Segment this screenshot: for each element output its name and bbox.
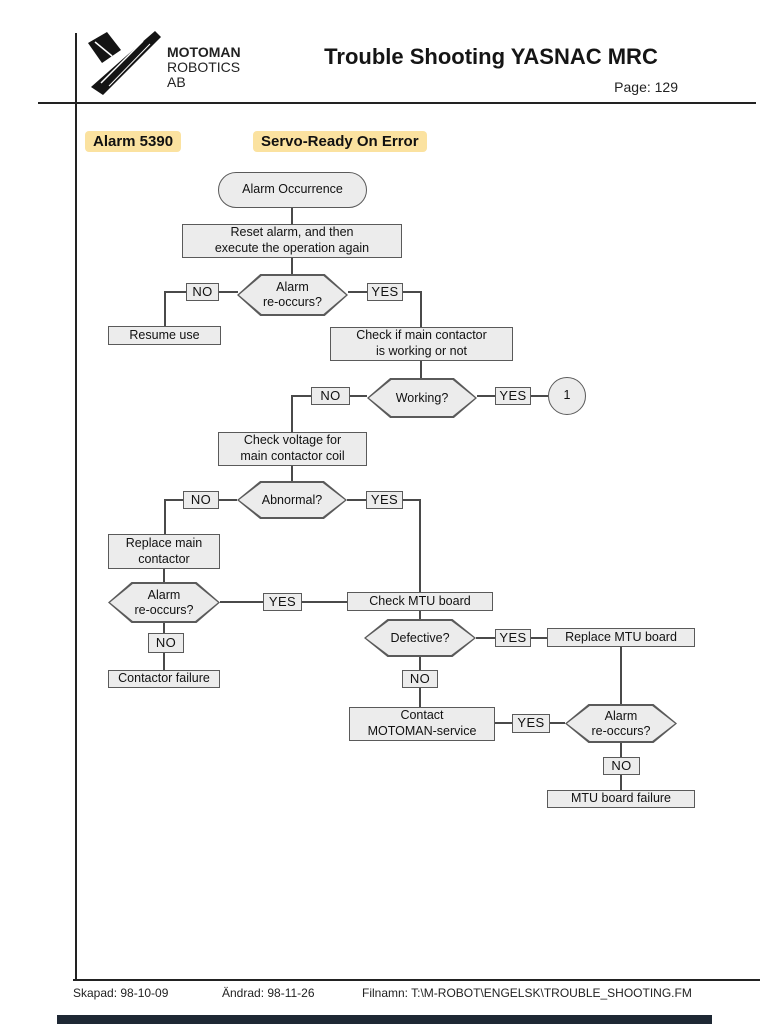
flow-connector (164, 499, 184, 501)
hexagon-fill (366, 621, 474, 655)
no-label-6: NO (603, 757, 640, 775)
flow-connector (164, 291, 187, 293)
flow-connector (164, 291, 166, 327)
alarm-title: Servo-Ready On Error (253, 131, 427, 152)
flow-connector (550, 722, 565, 724)
flow-connector (419, 687, 421, 707)
flow-connector (220, 601, 263, 603)
flow-connector (531, 395, 548, 397)
alarm-code: Alarm 5390 (85, 131, 182, 152)
flow-connector (164, 499, 166, 535)
header-rule (38, 102, 756, 104)
start-node: Alarm Occurrence (218, 172, 367, 208)
replace-mtu-step: Replace MTU board (547, 628, 695, 647)
motoman-logo-icon (88, 31, 161, 95)
flow-connector (477, 395, 495, 397)
footer-filename: Filnamn: T:\M-ROBOT\ENGELSK\TROUBLE_SHOO… (362, 986, 692, 1000)
reset-alarm-step: Reset alarm, and then execute the operat… (182, 224, 402, 258)
flow-connector (419, 499, 421, 592)
flow-connector (291, 395, 311, 397)
decision-label: Alarm re-occurs? (262, 280, 323, 309)
mtu-failure-result: MTU board failure (547, 790, 695, 808)
flow-connector (347, 499, 366, 501)
no-label-1: NO (186, 283, 219, 301)
page-number: Page: 129 (614, 79, 678, 95)
flow-connector (419, 610, 421, 620)
decision-defective: Defective? (364, 619, 476, 657)
flow-connector (403, 291, 421, 293)
decision-alarm-reoccurs-3: Alarm re-occurs? (565, 704, 677, 743)
document-title: Trouble Shooting YASNAC MRC (324, 44, 658, 69)
decision-alarm-reoccurs-1: Alarm re-occurs? (237, 274, 348, 316)
footer-modified: Ändrad: 98-11-26 (222, 986, 315, 1000)
company-line3: AB (167, 74, 186, 90)
flow-connector (163, 622, 165, 634)
yes-label-2: YES (495, 387, 531, 405)
flow-connector (219, 499, 237, 501)
resume-use-step: Resume use (108, 326, 221, 345)
no-label-2: NO (311, 387, 350, 405)
offpage-connector-1: 1 (548, 377, 586, 415)
no-label-3: NO (183, 491, 219, 509)
hexagon-fill (369, 380, 475, 416)
flow-connector (531, 637, 547, 639)
replace-contactor-step: Replace main contactor (108, 534, 220, 569)
check-mtu-step: Check MTU board (347, 592, 493, 611)
contactor-failure-result: Contactor failure (108, 670, 220, 688)
flow-connector (163, 568, 165, 583)
decision-label: Alarm re-occurs? (591, 708, 651, 738)
decision-working: Working? (367, 378, 477, 418)
flow-connector (291, 257, 293, 275)
footer-created: Skapad: 98-10-09 (73, 986, 169, 1000)
decision-label: Defective? (390, 630, 450, 645)
flow-connector (302, 601, 347, 603)
viewer-bottom-bar (57, 1015, 712, 1024)
yes-label-3: YES (366, 491, 403, 509)
flow-connector (476, 637, 495, 639)
decision-label: Abnormal? (261, 492, 323, 507)
decision-label: Working? (395, 390, 449, 405)
hexagon-fill (239, 483, 345, 517)
no-label-4: NO (148, 633, 184, 653)
flow-connector (620, 742, 622, 757)
company-line1: MOTOMAN (167, 44, 241, 60)
flow-connector (620, 774, 622, 790)
hexagon-fill (239, 276, 346, 314)
flow-connector (291, 395, 293, 432)
flow-connector (350, 395, 367, 397)
yes-label-6: YES (512, 714, 550, 733)
company-name: MOTOMAN ROBOTICS AB (167, 45, 241, 90)
flow-connector (291, 466, 293, 482)
flow-connector (403, 499, 420, 501)
flow-connector (219, 291, 238, 293)
check-contactor-step: Check if main contactor is working or no… (330, 327, 513, 361)
yes-label-4: YES (263, 593, 302, 611)
contact-service-step: Contact MOTOMAN-service (349, 707, 495, 741)
left-margin-rule (75, 33, 77, 980)
flow-connector (495, 722, 512, 724)
flow-connector (348, 291, 367, 293)
flow-connector (419, 656, 421, 671)
footer-rule (73, 979, 760, 981)
decision-label: Alarm re-occurs? (134, 587, 194, 617)
no-label-5: NO (402, 670, 438, 688)
flow-connector (620, 646, 622, 704)
flow-connector (420, 291, 422, 328)
flow-connector (291, 208, 293, 225)
decision-abnormal: Abnormal? (237, 481, 347, 519)
flow-connector (420, 361, 422, 379)
check-voltage-step: Check voltage for main contactor coil (218, 432, 367, 466)
yes-label-1: YES (367, 283, 403, 301)
yes-label-5: YES (495, 629, 531, 647)
company-line2: ROBOTICS (167, 59, 241, 75)
decision-alarm-reoccurs-2: Alarm re-occurs? (108, 582, 220, 623)
hexagon-fill (567, 706, 675, 741)
hexagon-fill (110, 584, 218, 621)
flow-connector (163, 652, 165, 670)
